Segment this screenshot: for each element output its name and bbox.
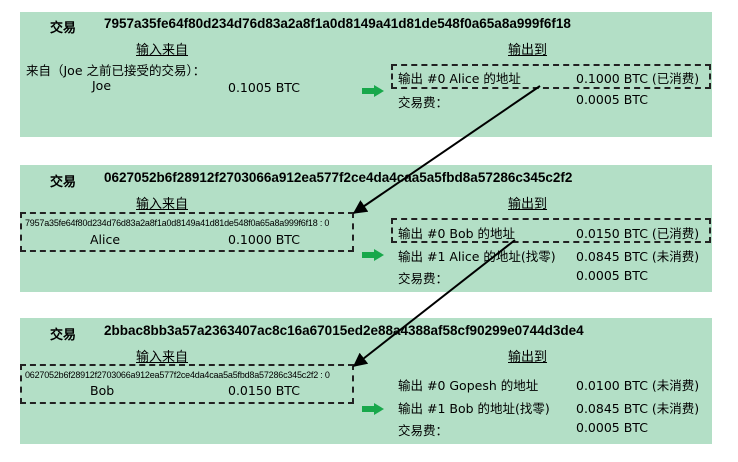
- tx1-inputs-header: 输入来自: [136, 43, 189, 58]
- tx1-input-name: Joe: [92, 78, 112, 93]
- tx3-output-0-label: 输出 #0 Gopesh 的地址: [398, 378, 539, 393]
- transaction-1-panel: [20, 12, 712, 137]
- tx1-outputs-header: 输出到: [508, 43, 548, 58]
- tx1-output-0-amount: 0.1000 BTC (已消费): [576, 71, 700, 86]
- tx2-input-name: Alice: [90, 232, 121, 247]
- tx1-input-source: 来自（Joe 之前已接受的交易）：: [26, 63, 206, 78]
- tx2-fee-label: 交易费：: [398, 271, 449, 286]
- tx2-green-arrow-icon: [362, 249, 384, 261]
- tx2-output-1-label: 输出 #1 Alice 的地址(找零): [398, 249, 556, 264]
- tx2-output-0-highlight: [391, 218, 711, 243]
- tx1-fee-amount: 0.0005 BTC: [576, 92, 648, 107]
- tx1-output-0-label: 输出 #0 Alice 的地址: [398, 71, 521, 86]
- tx3-fee-label: 交易费：: [398, 423, 449, 438]
- tx3-output-1-amount: 0.0845 BTC (未消费): [576, 401, 700, 416]
- tx2-inputs-header: 输入来自: [136, 197, 189, 212]
- transaction-2-panel: [20, 165, 712, 292]
- tx3-inputs-header: 输入来自: [136, 350, 189, 365]
- tx2-tx-label: 交易: [50, 175, 77, 190]
- tx2-output-1-amount: 0.0845 BTC (未消费): [576, 249, 700, 264]
- tx2-input-highlight: [20, 212, 354, 252]
- tx3-input-amount: 0.0150 BTC: [228, 383, 300, 398]
- tx3-output-0-amount: 0.0100 BTC (未消费): [576, 378, 700, 393]
- tx3-green-arrow-icon: [362, 403, 384, 415]
- tx1-tx-label: 交易: [50, 21, 77, 36]
- spend-arrow-1: [352, 85, 541, 214]
- tx3-input-name: Bob: [90, 383, 115, 398]
- tx3-outputs-header: 输出到: [508, 350, 548, 365]
- spend-arrow-2: [352, 239, 516, 367]
- tx1-green-arrow-icon: [362, 85, 384, 97]
- tx1-id: 7957a35fe64f80d234d76d83a2a8f1a0d8149a41…: [104, 16, 571, 31]
- tx3-input-highlight: [20, 364, 354, 404]
- tx3-tx-label: 交易: [50, 328, 77, 343]
- transaction-3-panel: [20, 318, 712, 444]
- tx2-output-0-label: 输出 #0 Bob 的地址: [398, 226, 516, 241]
- tx3-input-ref: 0627052b6f28912f2703066a912ea577f2ce4da4…: [25, 370, 330, 380]
- tx2-id: 0627052b6f28912f2703066a912ea577f2ce4da4…: [104, 170, 573, 185]
- tx1-input-amount: 0.1005 BTC: [228, 80, 300, 95]
- tx2-fee-amount: 0.0005 BTC: [576, 268, 648, 283]
- tx3-id: 2bbac8bb3a57a2363407ac8c16a67015ed2e88a4…: [104, 323, 584, 338]
- tx2-input-ref: 7957a35fe64f80d234d76d83a2a8f1a0d8149a41…: [25, 218, 330, 228]
- tx3-output-1-label: 输出 #1 Bob 的地址(找零): [398, 401, 550, 416]
- tx2-input-amount: 0.1000 BTC: [228, 232, 300, 247]
- tx3-fee-amount: 0.0005 BTC: [576, 420, 648, 435]
- tx1-fee-label: 交易费：: [398, 95, 449, 110]
- tx2-output-0-amount: 0.0150 BTC (已消费): [576, 226, 700, 241]
- tx1-output-0-highlight: [391, 64, 711, 89]
- tx2-outputs-header: 输出到: [508, 197, 548, 212]
